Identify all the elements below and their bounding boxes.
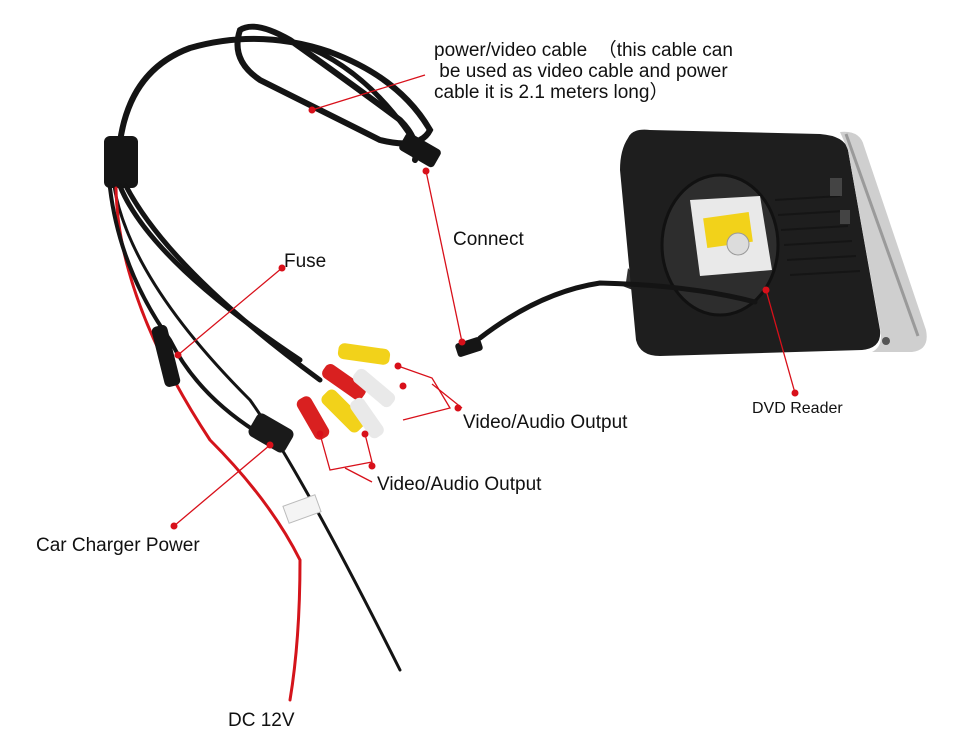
callout-car-charger (173, 444, 271, 527)
callout-connect (425, 170, 463, 343)
callout-video-audio-1 (397, 365, 452, 421)
label-connect: Connect (453, 229, 524, 250)
wire-tag (282, 494, 322, 524)
label-video-audio-output-2: Video/Audio Output (377, 474, 542, 495)
rca-group-1 (322, 343, 396, 408)
branch-black-2 (123, 183, 323, 383)
label-power-cable-line2: be used as video cable and power (434, 61, 728, 82)
label-car-charger-power: Car Charger Power (36, 535, 200, 556)
label-dvd-reader: DVD Reader (752, 400, 843, 417)
player-cable (477, 280, 758, 341)
branch-black-fuse (108, 186, 272, 442)
dvd-player (455, 129, 927, 357)
splitter-block (104, 136, 138, 188)
callout-dots (170, 106, 799, 530)
label-power-cable-line1: power/video cable （this cable can (434, 40, 733, 61)
cable-harness (104, 23, 441, 702)
power-video-cable (117, 23, 434, 163)
car-charger-socket (248, 413, 294, 453)
label-video-audio-output-1: Video/Audio Output (463, 412, 628, 433)
player-connector (455, 337, 483, 357)
label-dc-12v: DC 12V (228, 710, 295, 731)
callout-power-cable (311, 74, 426, 111)
rca-group-2 (296, 389, 384, 440)
callout-lines (173, 74, 796, 527)
branch-red-1 (114, 186, 302, 702)
branch-black-3 (112, 184, 402, 672)
label-fuse: Fuse (284, 251, 327, 272)
callout-dvd-reader (765, 289, 796, 394)
cable-end-connector (399, 132, 441, 168)
sd-slot (830, 178, 842, 196)
callout-fuse (177, 267, 283, 356)
label-power-cable-line3: cable it is 2.1 meters long） (434, 82, 669, 103)
fuse-holder (151, 325, 181, 387)
usb-port (840, 210, 850, 224)
callout-video-audio-2 (319, 433, 373, 471)
